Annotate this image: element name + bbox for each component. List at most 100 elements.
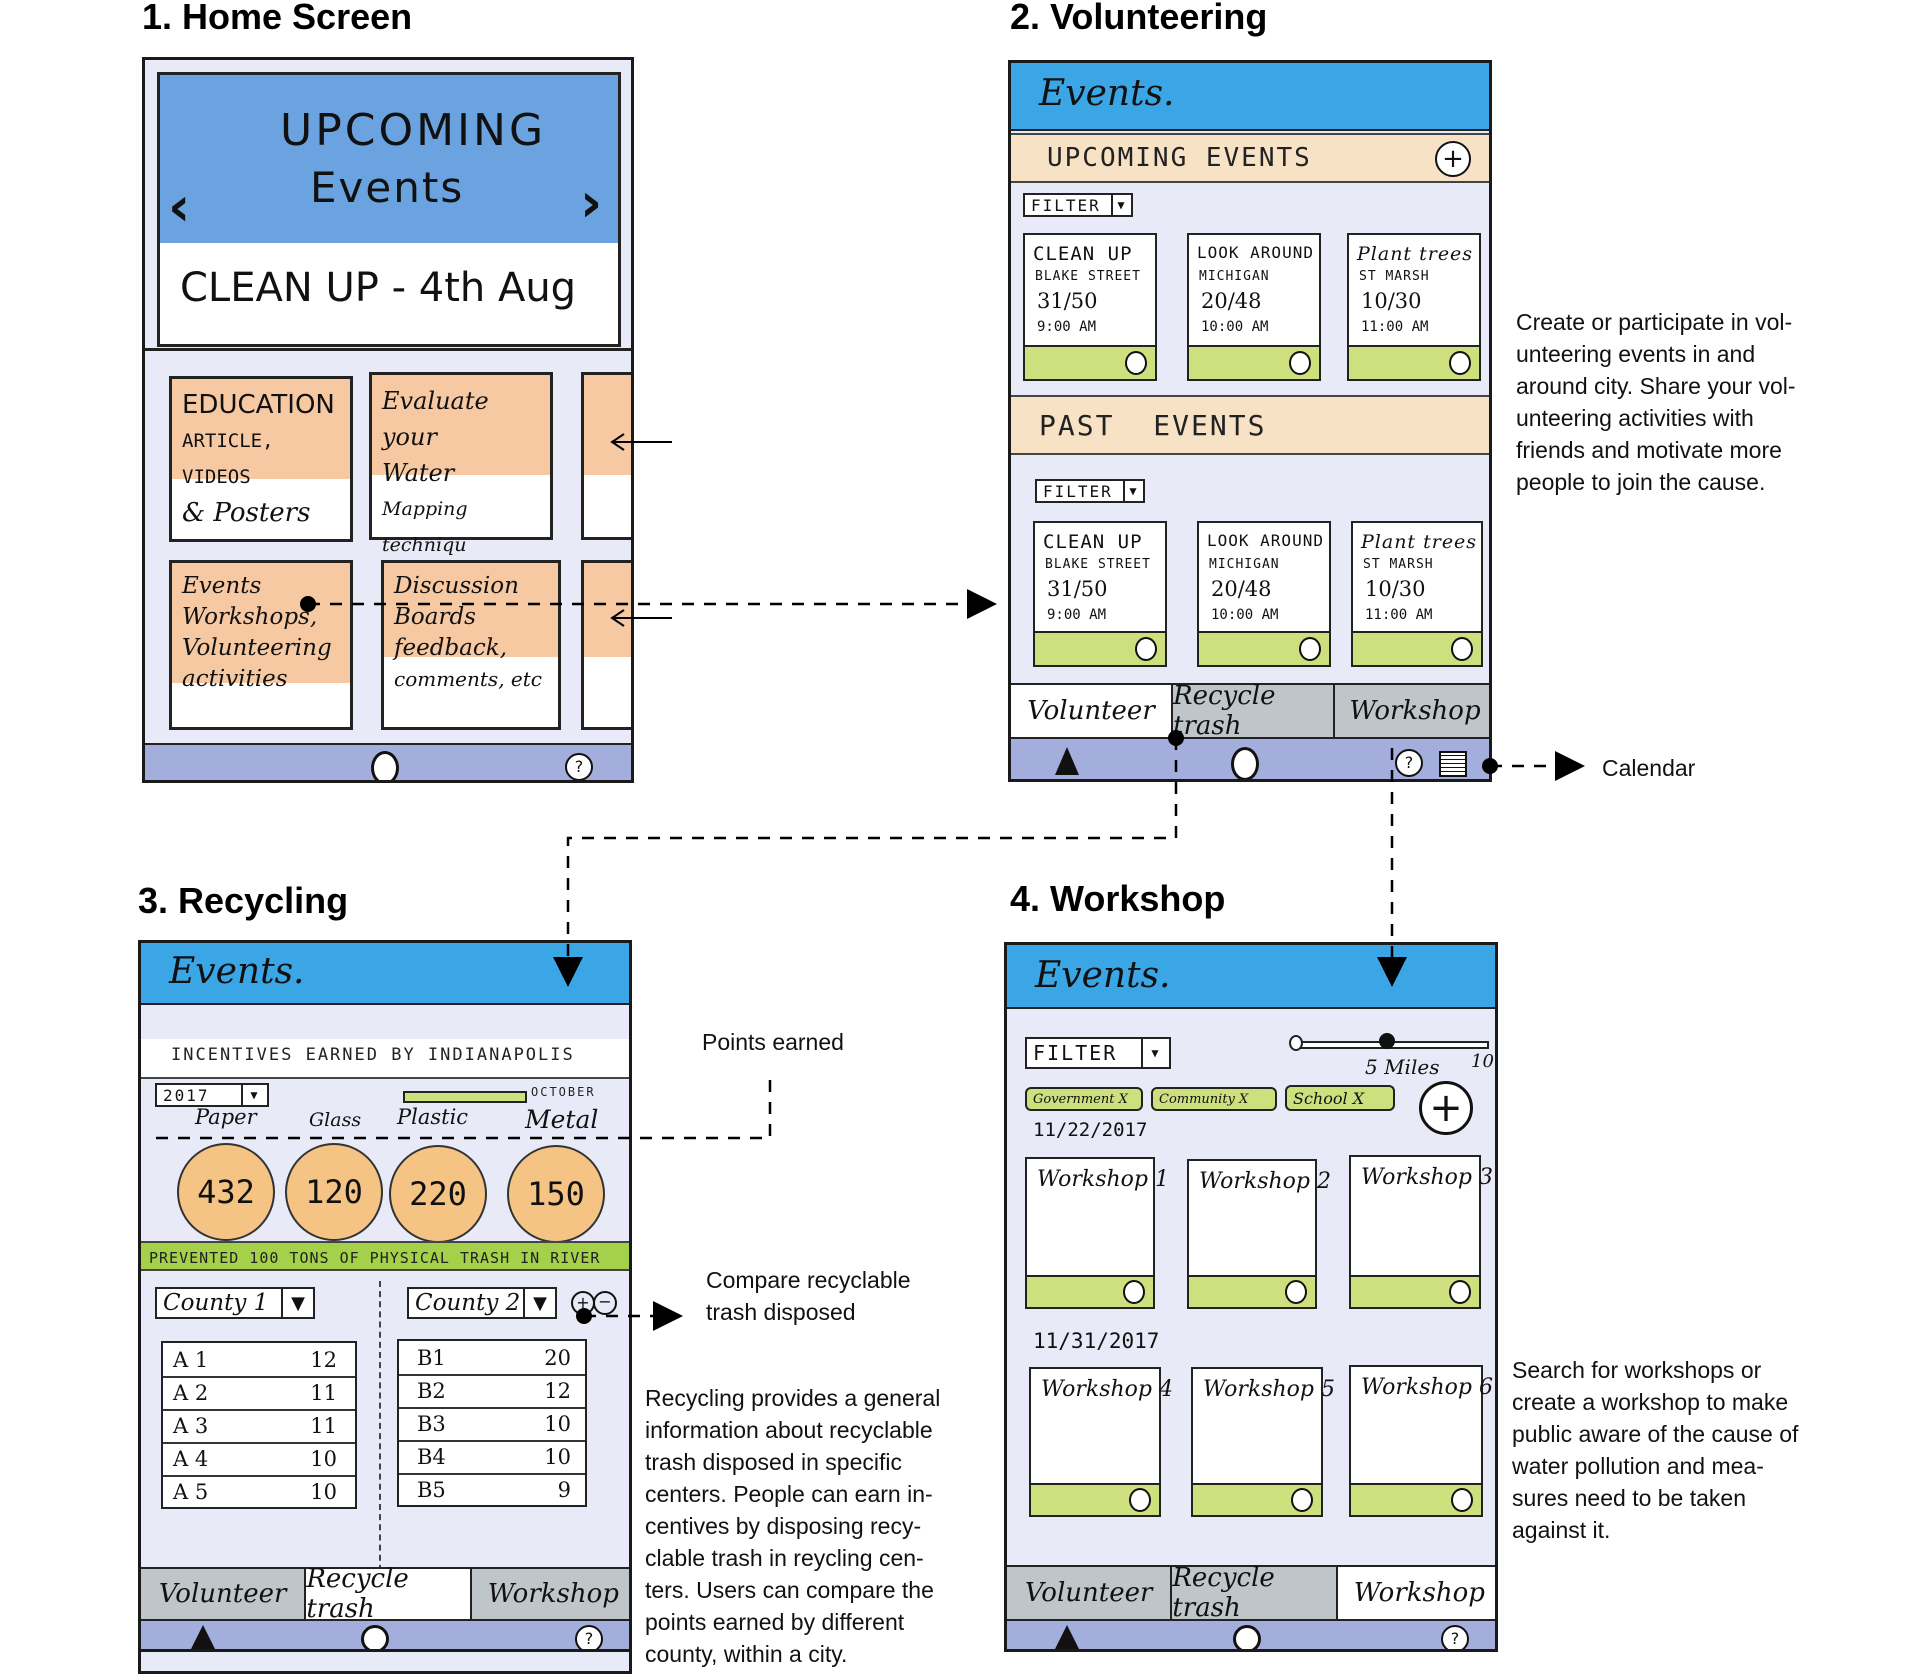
tile-partial-next[interactable] [581, 372, 631, 540]
past-event-card[interactable]: Plant trees ST MARSH 10/30 11:00 AM [1351, 521, 1483, 667]
zoom-in-icon[interactable]: + [571, 1291, 595, 1315]
join-toggle-icon[interactable] [1299, 637, 1321, 661]
join-toggle-icon[interactable] [1451, 637, 1473, 661]
distance-slider-handle[interactable] [1379, 1033, 1395, 1049]
card-footer [1035, 631, 1165, 665]
card-title: Plant trees [1361, 531, 1478, 553]
filter-tag-community[interactable]: Community X [1151, 1087, 1277, 1111]
card-count: 10/30 [1365, 577, 1426, 601]
note-line: unteering activities with [1516, 405, 1754, 431]
help-nav-button[interactable]: ? [565, 753, 593, 780]
workshop-card[interactable]: Workshop 1 [1025, 1157, 1169, 1309]
chevron-right-icon[interactable]: › [580, 171, 603, 234]
row-value: 12 [310, 1348, 337, 1372]
zoom-out-icon[interactable]: − [593, 1291, 617, 1315]
add-event-button[interactable]: + [1435, 141, 1471, 177]
month-slider-track[interactable] [403, 1091, 527, 1103]
note-line: Create or participate in vol- [1516, 309, 1793, 335]
map-nav-button[interactable] [1055, 747, 1079, 775]
tab-workshop[interactable]: Workshop [1335, 685, 1489, 737]
note-line: centives by disposing recy- [645, 1513, 922, 1539]
join-toggle-icon[interactable] [1291, 1488, 1313, 1512]
points-metal: 150 [507, 1145, 605, 1243]
tab-volunteer[interactable]: Volunteer [141, 1569, 307, 1619]
workshop-card-title: Workshop 4 [1041, 1377, 1173, 1402]
note-line: clable trash in reycling cen- [645, 1545, 924, 1571]
join-toggle-icon[interactable] [1123, 1280, 1145, 1304]
help-nav-button[interactable]: ? [575, 1625, 603, 1649]
tab-workshop[interactable]: Workshop [1337, 1567, 1495, 1619]
workshop-card[interactable]: Workshop 2 [1187, 1159, 1331, 1309]
tile-partial-next[interactable] [581, 560, 631, 730]
filter-tag-school[interactable]: School X [1285, 1085, 1395, 1111]
home-nav-button[interactable] [361, 1625, 389, 1649]
past-event-card[interactable]: CLEAN UP BLAKE STREET 31/50 9:00 AM [1033, 521, 1167, 667]
home-nav-button[interactable] [371, 751, 399, 780]
past-filter-dropdown[interactable]: FILTER ▼ [1035, 479, 1145, 503]
card-footer [1349, 345, 1479, 379]
tab-workshop[interactable]: Workshop [471, 1569, 629, 1619]
featured-event-text: CLEAN UP - 4th Aug [180, 265, 577, 311]
note-line: points earned by different [645, 1609, 905, 1635]
tile-events[interactable]: Events Workshops, Volunteering activitie… [169, 560, 353, 730]
upcoming-event-card[interactable]: LOOK AROUND MICHIGAN 20/48 10:00 AM [1187, 233, 1321, 381]
home-nav-button[interactable] [1231, 747, 1259, 779]
help-icon: ? [1395, 749, 1423, 777]
upcoming-event-card[interactable]: Plant trees ST MARSH 10/30 11:00 AM [1347, 233, 1481, 381]
map-nav-button[interactable] [191, 1625, 215, 1649]
join-toggle-icon[interactable] [1449, 351, 1471, 375]
workshop-card[interactable]: Workshop 3 [1349, 1155, 1493, 1309]
join-toggle-icon[interactable] [1135, 637, 1157, 661]
tab-recycle-trash[interactable]: Recycle trash [306, 1564, 472, 1624]
join-toggle-icon[interactable] [1451, 1488, 1473, 1512]
workshop-card[interactable]: Workshop 4 [1029, 1367, 1173, 1517]
tab-volunteer[interactable]: Volunteer [1011, 685, 1173, 737]
help-icon: ? [1441, 1625, 1469, 1649]
title-home-screen: 1. Home Screen [142, 0, 413, 37]
join-toggle-icon[interactable] [1125, 351, 1147, 375]
tab-recycle-trash[interactable]: Recycle trash [1172, 1563, 1338, 1623]
county2-dropdown[interactable]: County 2 ▼ [407, 1287, 557, 1319]
tab-recycle-trash[interactable]: Recycle trash [1173, 681, 1335, 741]
calendar-nav-button[interactable] [1439, 751, 1467, 777]
tile-education[interactable]: EDUCATION ARTICLE, VIDEOS & Posters [169, 376, 353, 542]
county1-dropdown[interactable]: County 1 ▼ [155, 1287, 315, 1319]
card-title: LOOK AROUND [1197, 243, 1314, 262]
filter-tag-government[interactable]: Government X [1025, 1087, 1143, 1111]
tile-discussion-boards[interactable]: Discussion Boards feedback, comments, et… [381, 560, 561, 730]
chevron-left-icon[interactable]: ‹ [168, 175, 191, 238]
tile-evaluate-water[interactable]: Evaluate your Water Mapping techniqu [369, 372, 553, 556]
join-toggle-icon[interactable] [1129, 1488, 1151, 1512]
workshop-filter-dropdown[interactable]: FILTER ▼ [1025, 1037, 1171, 1069]
map-nav-button[interactable] [1055, 1625, 1079, 1649]
upcoming-events-bar: UPCOMING EVENTS + [1011, 133, 1489, 183]
add-workshop-button[interactable]: + [1419, 1081, 1473, 1135]
material-label: Paper [195, 1105, 257, 1129]
workshop-description: Search for workshops or create a worksho… [1512, 1354, 1902, 1546]
tab-volunteer[interactable]: Volunteer [1007, 1567, 1173, 1619]
workshop-card[interactable]: Workshop 5 [1191, 1367, 1335, 1517]
past-event-card[interactable]: LOOK AROUND MICHIGAN 20/48 10:00 AM [1197, 521, 1331, 667]
workshop-card[interactable]: Workshop 6 [1349, 1365, 1493, 1517]
upcoming-filter-dropdown[interactable]: FILTER ▼ [1023, 193, 1133, 217]
tile-line: Events [182, 573, 262, 599]
note-line: create a workshop to make [1512, 1389, 1789, 1415]
card-footer [1025, 345, 1155, 379]
join-toggle-icon[interactable] [1289, 351, 1311, 375]
help-nav-button[interactable]: ? [1441, 1625, 1469, 1649]
row-label: B1 [417, 1346, 446, 1370]
column-divider [379, 1281, 381, 1581]
note-line: around city. Share your vol- [1516, 373, 1796, 399]
upcoming-events-banner[interactable]: UPCOMING Events ‹ › CLEAN UP - 4th Aug [157, 72, 621, 347]
join-toggle-icon[interactable] [1449, 1280, 1471, 1304]
upcoming-event-card[interactable]: CLEAN UP BLAKE STREET 31/50 9:00 AM [1023, 233, 1157, 381]
tile-line: Boards [394, 604, 476, 630]
home-nav-button[interactable] [1233, 1625, 1261, 1649]
help-nav-button[interactable]: ? [1395, 749, 1423, 777]
join-toggle-icon[interactable] [1285, 1280, 1307, 1304]
featured-event-box[interactable]: CLEAN UP - 4th Aug [160, 243, 618, 344]
home-icon [361, 1625, 389, 1649]
row-value: 11 [310, 1381, 337, 1405]
year-dropdown[interactable]: 2017 ▼ [155, 1083, 269, 1107]
